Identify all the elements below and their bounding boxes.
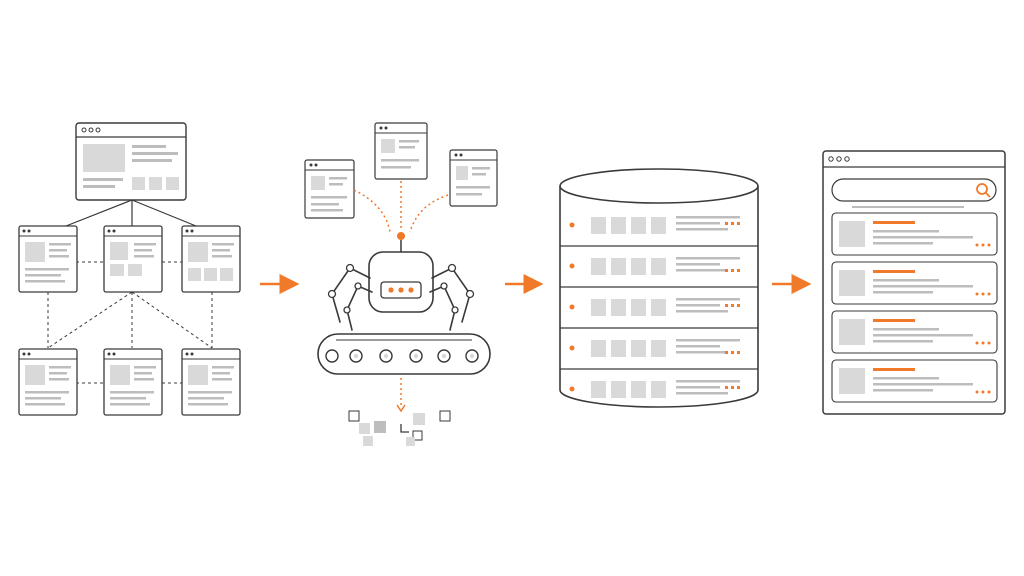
database-rack <box>560 368 758 398</box>
search-bar <box>831 178 997 202</box>
search-result-card[interactable] <box>831 212 998 256</box>
root-page-window <box>75 122 187 201</box>
child-page-windows <box>18 225 241 416</box>
search-result-card[interactable] <box>831 261 998 305</box>
database-rack <box>560 245 758 275</box>
child-page-window <box>103 348 163 416</box>
network-dashed-links <box>47 261 213 384</box>
search-results-icon <box>822 150 1006 415</box>
database-rack <box>560 286 758 316</box>
feed-paths <box>353 181 449 233</box>
conveyor-belt <box>317 333 491 375</box>
search-result-list <box>831 212 998 403</box>
roller <box>325 349 339 363</box>
child-page-window <box>181 225 241 293</box>
database-rack <box>560 327 758 357</box>
website-network-icon <box>18 122 241 416</box>
search-icon <box>976 183 991 198</box>
scraped-page-right <box>449 149 498 207</box>
antenna-light <box>397 232 405 240</box>
child-page-window <box>18 225 78 293</box>
scraped-page-center <box>374 122 428 180</box>
database-racks <box>560 216 758 398</box>
child-page-window <box>103 225 163 293</box>
database-rack <box>569 216 740 234</box>
robot-joints <box>327 263 475 314</box>
scraped-page-left <box>304 159 355 219</box>
crawler-robot-icon <box>304 122 498 446</box>
search-result-card[interactable] <box>831 310 998 354</box>
database-icon <box>559 168 759 408</box>
database-top <box>559 168 759 204</box>
child-page-window <box>181 348 241 416</box>
robot-legs <box>331 266 471 331</box>
network-links <box>65 199 197 227</box>
child-page-window <box>18 348 78 416</box>
search-result-card[interactable] <box>831 359 998 403</box>
extracted-data-bits <box>348 410 451 446</box>
conveyor-rollers <box>325 349 479 363</box>
